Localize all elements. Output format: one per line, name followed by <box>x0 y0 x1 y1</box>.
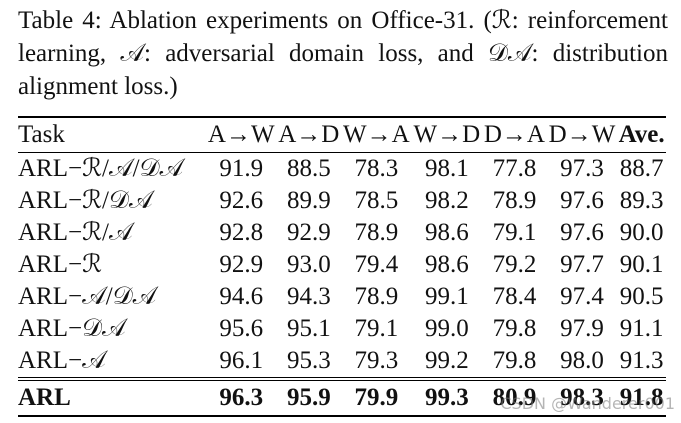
row-task-cell: ARL−ℛ <box>18 251 103 278</box>
value-cell: 98.1 <box>425 155 469 182</box>
table-row: ARL−𝒜 96.1 95.3 79.3 99.2 79.8 98.0 91.3 <box>18 345 666 379</box>
value-cell: 79.9 <box>341 377 412 417</box>
value-cell: 88.7 <box>619 155 664 182</box>
value-cell: 90.5 <box>619 283 664 310</box>
value-cell: 91.9 <box>219 155 264 182</box>
row-task-cell: ARL−𝒜/𝒟𝒜 <box>18 283 157 310</box>
value-cell: 91.3 <box>619 347 664 374</box>
value-cell: 92.9 <box>219 251 264 278</box>
header-ave: Ave. <box>617 118 666 153</box>
row-task-cell: ARL <box>18 377 206 417</box>
table-row: ARL−ℛ/𝒜 92.8 92.9 78.9 98.6 79.1 97.6 90.0 <box>18 217 666 249</box>
value-cell: 77.8 <box>492 155 537 182</box>
value-cell: 90.0 <box>619 219 664 246</box>
table-row: ARL−ℛ/𝒜/𝒟𝒜 91.9 88.5 78.3 98.1 77.8 97.3 88.7 <box>18 153 666 186</box>
value-cell: 79.3 <box>354 347 399 374</box>
row-task-cell: ARL−ℛ/𝒟𝒜 <box>18 187 153 214</box>
header-d-w: D→W <box>546 118 618 153</box>
value-cell: 78.3 <box>354 155 399 182</box>
value-cell: 79.4 <box>354 251 399 278</box>
value-cell: 78.9 <box>492 187 537 214</box>
table-row: ARL−ℛ 92.9 93.0 79.4 98.6 79.2 97.7 90.1 <box>18 249 666 281</box>
value-cell: 79.1 <box>354 315 399 342</box>
value-cell: 99.1 <box>425 283 469 310</box>
value-cell: 79.2 <box>492 251 537 278</box>
header-task: Task <box>18 118 206 153</box>
value-cell: 98.2 <box>425 187 469 214</box>
value-cell: 98.0 <box>560 347 604 374</box>
value-cell: 95.3 <box>286 347 331 374</box>
value-cell: 97.4 <box>560 283 604 310</box>
ablation-table: Task A→W A→D W→A W→D D→A D→W Ave. ARL−ℛ/… <box>18 116 666 417</box>
header-a-w: A→W <box>206 118 277 153</box>
value-cell: 95.6 <box>219 315 264 342</box>
value-cell: 98.6 <box>425 219 469 246</box>
value-cell: 95.9 <box>276 377 342 417</box>
value-cell: 97.6 <box>560 219 604 246</box>
table-caption: Table 4: Ablation experiments on Office-… <box>18 7 668 100</box>
table-row: ARL−𝒜/𝒟𝒜 94.6 94.3 78.9 99.1 78.4 97.4 90.5 <box>18 281 666 313</box>
value-cell: 97.7 <box>560 251 604 278</box>
row-task-cell: ARL−ℛ/𝒜 <box>18 219 133 246</box>
value-cell: 88.5 <box>286 155 331 182</box>
header-a-d: A→D <box>276 118 342 153</box>
row-task-cell: ARL−𝒟𝒜 <box>18 315 126 342</box>
value-cell: 90.1 <box>619 251 664 278</box>
row-task-cell: ARL−𝒜 <box>18 347 106 374</box>
value-cell: 97.3 <box>560 155 604 182</box>
header-d-a: D→A <box>482 118 547 153</box>
value-cell: 79.8 <box>492 347 537 374</box>
value-cell: 97.9 <box>560 315 604 342</box>
value-cell: 99.3 <box>411 377 483 417</box>
value-cell: 92.8 <box>219 219 264 246</box>
row-task-cell: ARL−ℛ/𝒜/𝒟𝒜 <box>18 155 184 182</box>
value-cell: 99.0 <box>425 315 469 342</box>
value-cell: 79.8 <box>492 315 537 342</box>
value-cell: 89.9 <box>286 187 331 214</box>
value-cell: 95.1 <box>286 315 331 342</box>
value-cell: 89.3 <box>619 187 664 214</box>
value-cell: 97.6 <box>560 187 604 214</box>
value-cell: 78.5 <box>354 187 399 214</box>
value-cell: 92.9 <box>286 219 331 246</box>
value-cell: 93.0 <box>286 251 331 278</box>
value-cell: 78.4 <box>492 283 537 310</box>
value-cell: 94.6 <box>219 283 264 310</box>
value-cell: 96.1 <box>219 347 264 374</box>
value-cell: 94.3 <box>286 283 331 310</box>
header-w-a: W→A <box>341 118 412 153</box>
value-cell: 78.9 <box>354 283 399 310</box>
table-header-row: Task A→W A→D W→A W→D D→A D→W Ave. <box>18 118 666 153</box>
value-cell: 91.1 <box>619 315 664 342</box>
value-cell: 79.1 <box>492 219 537 246</box>
value-cell: 91.8 <box>617 377 666 417</box>
table-row: ARL−𝒟𝒜 95.6 95.1 79.1 99.0 79.8 97.9 91.1 <box>18 313 666 345</box>
value-cell: 98.3 <box>546 377 618 417</box>
watermark: CSDN @Wanderer001 <box>500 394 675 413</box>
value-cell: 98.6 <box>425 251 469 278</box>
value-cell: 99.2 <box>425 347 469 374</box>
value-cell: 78.9 <box>354 219 399 246</box>
value-cell: 96.3 <box>206 377 277 417</box>
header-w-d: W→D <box>411 118 483 153</box>
table-row: ARL−ℛ/𝒟𝒜 92.6 89.9 78.5 98.2 78.9 97.6 89.3 <box>18 185 666 217</box>
value-cell: 92.6 <box>219 187 264 214</box>
value-cell: 80.9 <box>482 377 547 417</box>
